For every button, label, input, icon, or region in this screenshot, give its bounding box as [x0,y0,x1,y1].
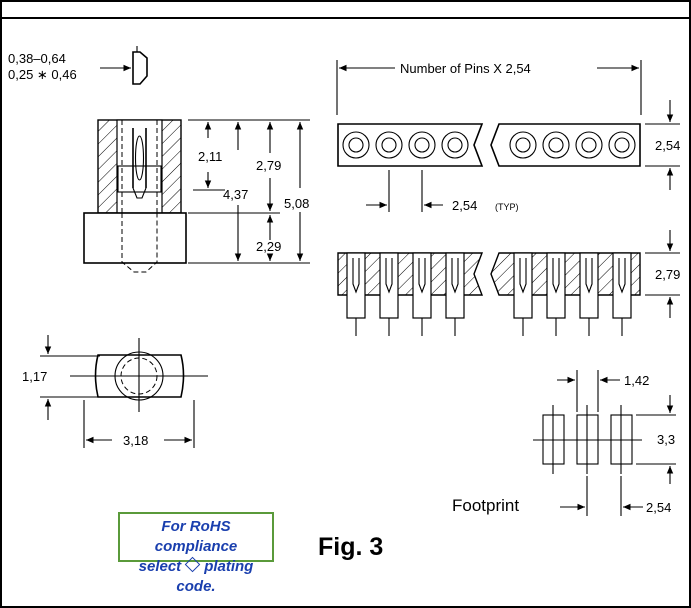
rohs-plating: plating code. [176,558,254,595]
dim-3-3: 3,3 [657,432,675,447]
pitch-formula: Number of Pins X 2,54 [400,61,531,76]
footprint-view: 1,42 3,3 2,54 [533,370,676,516]
dim-2-79-section: 2,79 [655,267,680,282]
dim-2-54-height: 2,54 [655,138,680,153]
dim-2-54-footprint: 2,54 [646,500,671,515]
contact-spring [132,128,147,188]
typ-note: (TYP) [495,202,519,212]
side-view: 0,38–0,64 0,25 ∗ 0,46 2,11 2,79 4,37 [8,46,310,273]
dim-2-11: 2,11 [198,149,222,164]
lower-housing [83,212,187,264]
dim-3-18: 3,18 [123,433,148,448]
section-contacts [346,252,632,336]
pin-section-symbol [100,46,148,85]
dim-4-37: 4,37 [223,187,248,202]
rohs-line-1: For RoHS compliance [154,518,238,555]
dim-2-54-typ: 2,54 [452,198,477,213]
strip-top-view: Number of Pins X 2,54 2,54 2,54 (TYP) [336,60,680,213]
strip-section-view: 2,79 [337,230,680,336]
contacts-left-top [342,131,469,159]
figure-label: Fig. 3 [318,533,384,561]
top-view: 1,17 3,18 [22,335,208,448]
contacts-right-top [509,131,636,159]
diamond-icon [184,556,201,573]
footprint-label: Footprint [452,496,520,515]
dim-2-29: 2,29 [256,239,281,254]
pin-thickness-1: 0,38–0,64 [8,51,66,66]
dim-5-08: 5,08 [284,196,309,211]
rohs-select: select [138,558,182,575]
dim-1-42: 1,42 [624,373,649,388]
dim-2-79-side: 2,79 [256,158,281,173]
dim-1-17: 1,17 [22,369,47,384]
pin-thickness-2: 0,25 ∗ 0,46 [8,67,77,82]
